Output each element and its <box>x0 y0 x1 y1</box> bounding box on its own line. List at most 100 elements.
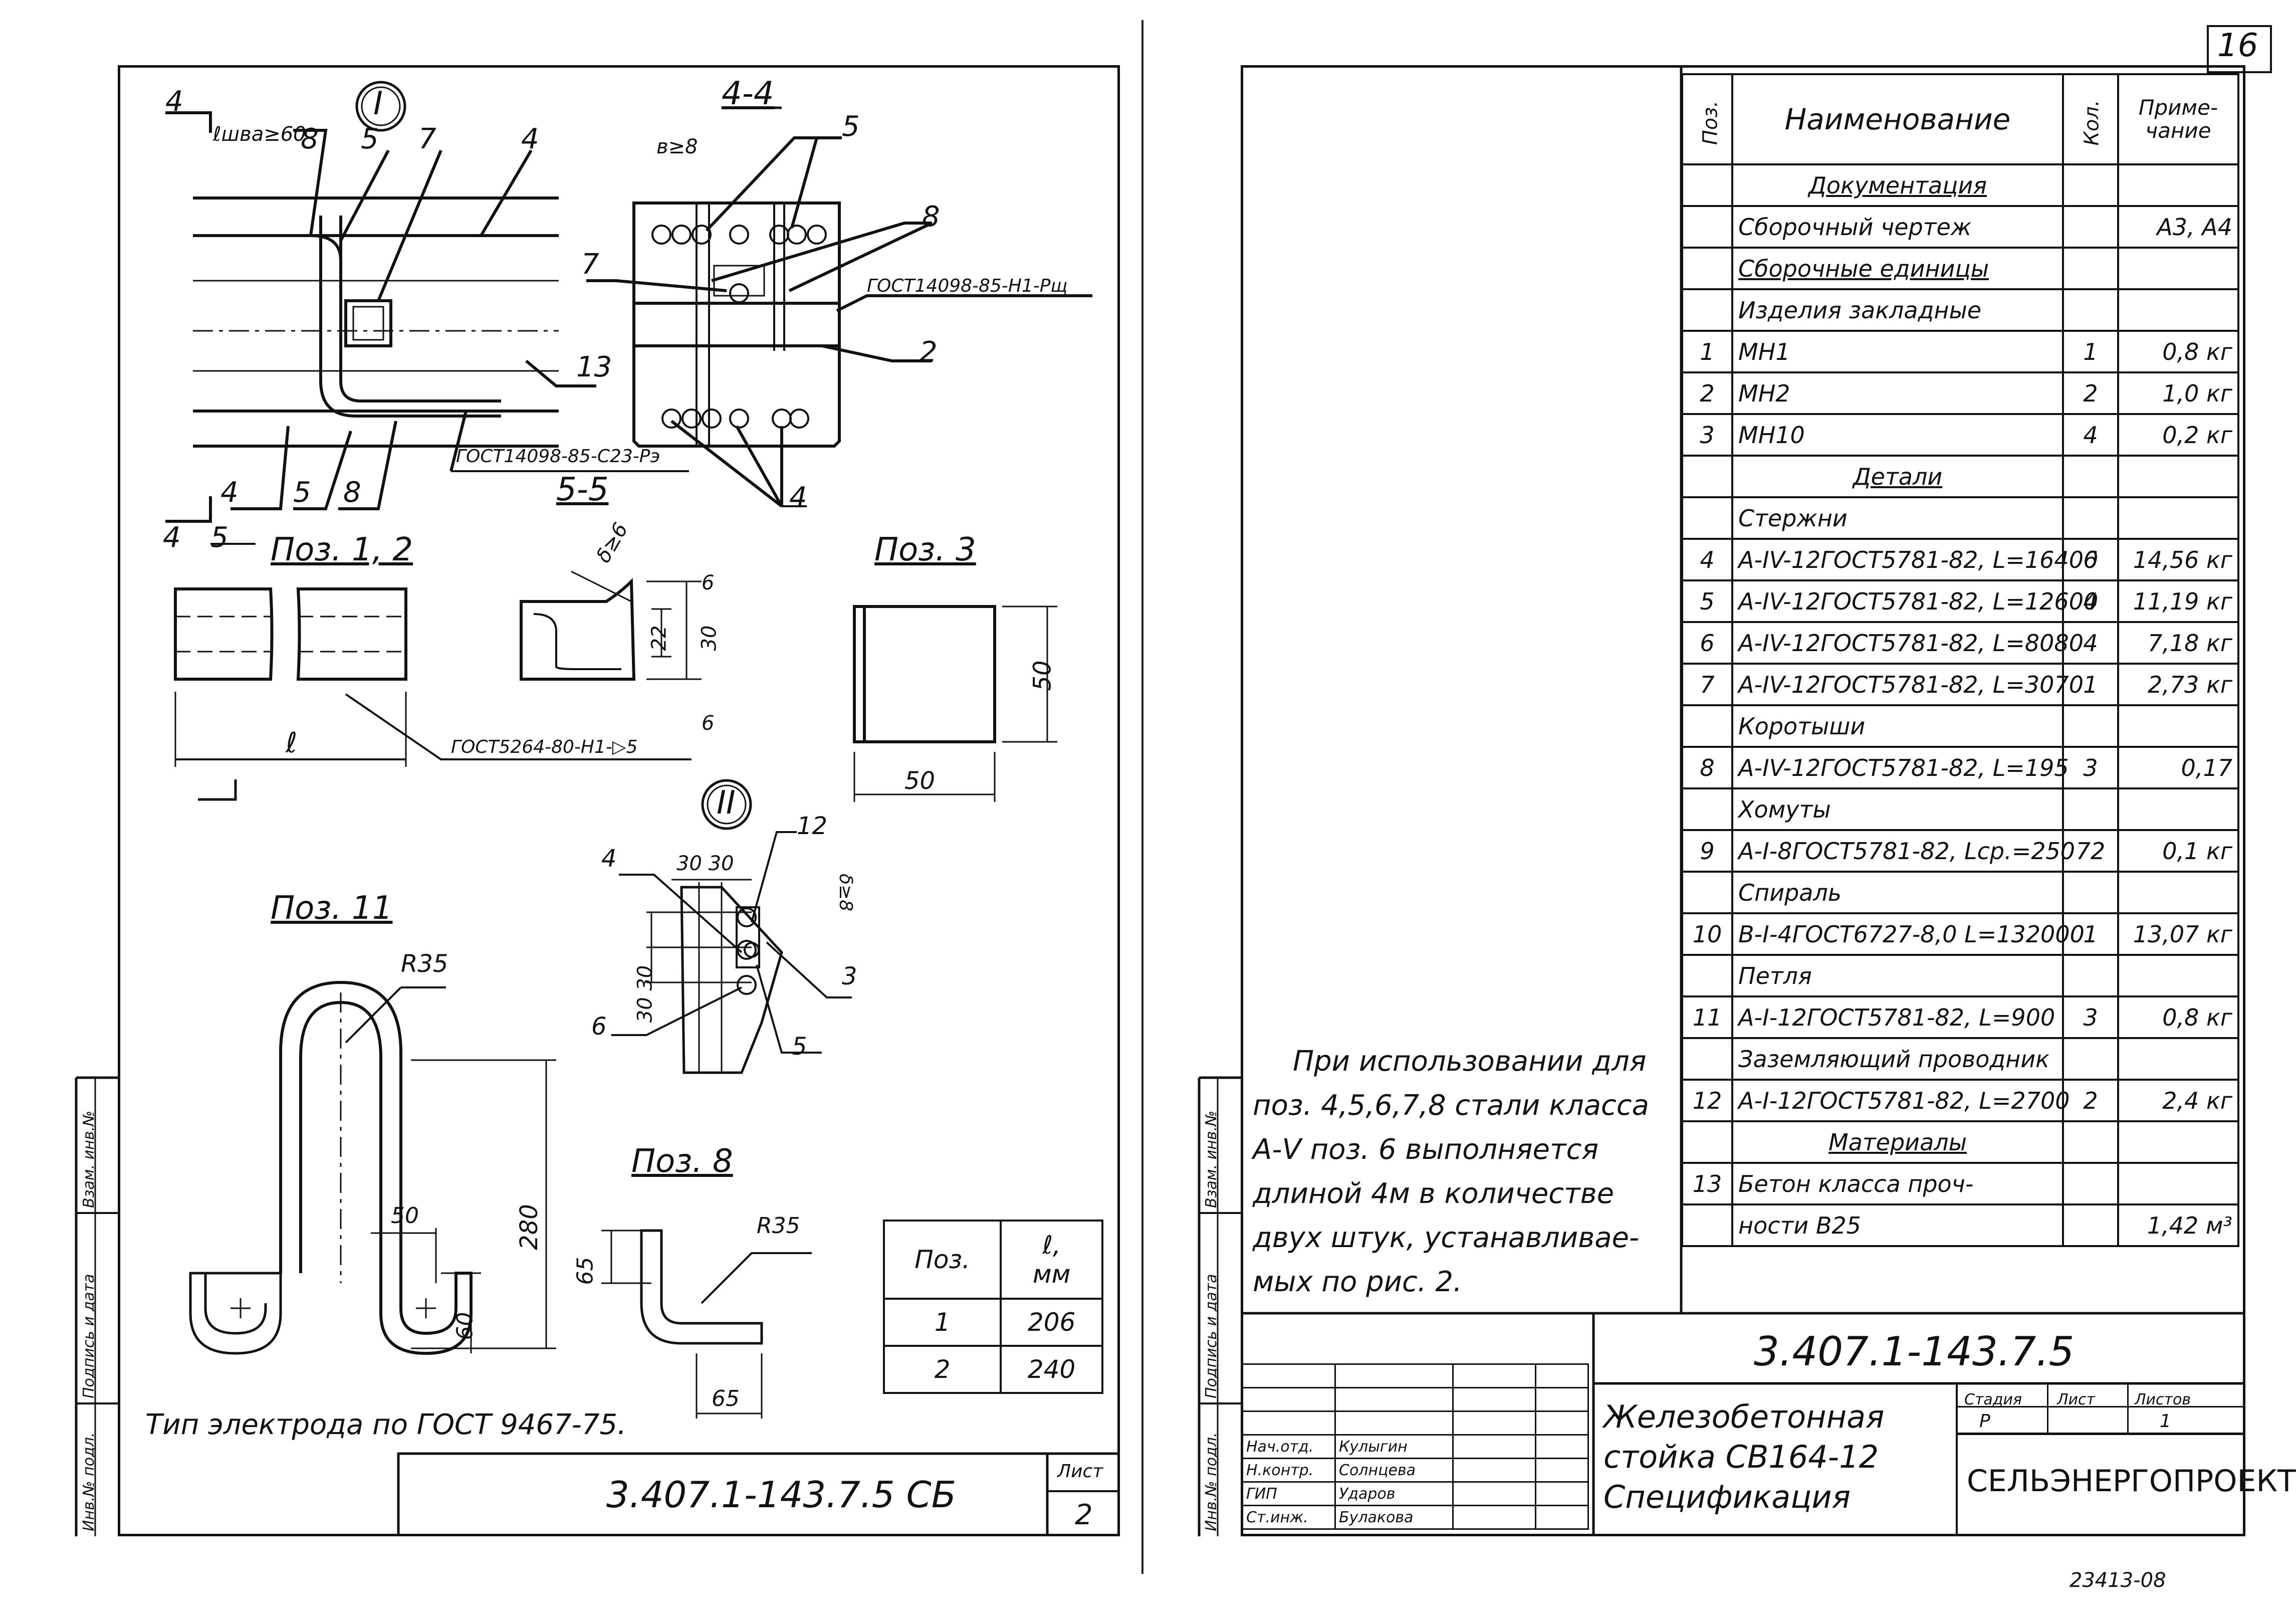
stage-divider <box>2127 1383 2129 1434</box>
dim-30-30-top: 30 30 <box>676 852 734 875</box>
callout-4d: 4 <box>789 481 807 514</box>
note-line: А-V поз. 6 выполняется <box>1253 1133 1599 1166</box>
section-4-4-title: 4-4 <box>722 75 774 112</box>
page-number-box <box>2207 25 2272 73</box>
page-number: 16 <box>2217 27 2258 64</box>
sheets-header: Листов <box>2135 1391 2191 1408</box>
ell-label: ℓ <box>286 727 298 759</box>
pos-3-title: Поз. 3 <box>874 531 976 568</box>
spec-cell-note <box>2117 1120 2239 1164</box>
spec-cell-qty <box>2062 163 2119 207</box>
sig-date <box>1535 1481 1589 1506</box>
dim-60-loop: 60 <box>452 1312 478 1340</box>
spec-header-qty-text: Кол. <box>2080 100 2104 146</box>
r35-pos8: R35 <box>757 1213 800 1239</box>
spec-cell-qty <box>2062 954 2119 997</box>
spec-cell-name: Коротыши <box>1731 704 2064 748</box>
dim-22: 22 <box>647 625 671 651</box>
spec-cell-pos: 5 <box>1681 579 1733 623</box>
gost-weld: ГОСТ5264-80-Н1-▷5 <box>451 737 638 757</box>
sig-date <box>1535 1458 1589 1483</box>
left-sheet-frame <box>118 65 1120 1536</box>
spec-cell-note <box>2117 496 2239 540</box>
spec-cell-pos: 3 <box>1681 413 1733 457</box>
sig-date <box>1535 1434 1589 1459</box>
spec-cell-pos <box>1681 205 1733 249</box>
callout-4: 4 <box>165 85 183 118</box>
spec-cell-name: В-I-4ГОСТ6727-8,0 L=132000 <box>1731 912 2085 956</box>
spec-row: Детали <box>1681 455 2239 498</box>
spec-cell-name: Изделия закладные <box>1731 288 2064 332</box>
pos-1-2-title: Поз. 1, 2 <box>271 531 413 568</box>
callout-8c: 8 <box>922 200 940 233</box>
spec-cell-note: 7,18 кг <box>2117 621 2239 665</box>
spec-cell-note <box>2117 247 2239 290</box>
callout-8b: 8 <box>343 476 361 509</box>
sig-role: Нач.отд. <box>1242 1434 1336 1459</box>
length-table-len: 240 <box>1000 1345 1103 1394</box>
gost-top: ГОСТ14098-85-Н1-Рщ <box>867 276 1068 296</box>
spec-cell-pos <box>1681 1120 1733 1164</box>
sig-signature <box>1452 1458 1536 1483</box>
spec-cell-name: Заземляющий проводник <box>1731 1037 2064 1081</box>
callout-5: 5 <box>361 123 379 155</box>
spec-cell-qty: 2 <box>2062 371 2119 415</box>
section-mark-4: 4 <box>163 521 181 554</box>
pos-8-title: Поз. 8 <box>631 1143 733 1180</box>
spec-section-title: Детали <box>1853 463 1943 490</box>
left-stamp-inv: Инв.№ подл. <box>80 1432 98 1531</box>
note-line: мых по рис. 2. <box>1253 1266 1462 1298</box>
callout-6: 6 <box>591 1013 607 1041</box>
gost-bottom: ГОСТ14098-85-С23-Рэ <box>456 446 660 467</box>
spec-cell-pos: 9 <box>1681 829 1733 873</box>
weld-length-label: ℓшва≥60 <box>213 123 306 146</box>
right-stamp-sign: Подпись и дата <box>1203 1274 1220 1399</box>
spec-cell-pos <box>1681 1037 1733 1081</box>
dim-50-horizontal: 50 <box>904 767 936 795</box>
spec-cell-name: Материалы <box>1731 1120 2064 1164</box>
pos-11-title: Поз. 11 <box>271 890 393 927</box>
spec-cell-note: 11,19 кг <box>2117 579 2239 623</box>
spec-cell-qty <box>2062 1162 2119 1205</box>
dim-65-vertical: 65 <box>572 1257 598 1285</box>
title-line-2: стойка СВ164-12 <box>1603 1439 1879 1475</box>
sig-empty <box>1242 1410 1336 1436</box>
length-table-pos: 2 <box>882 1345 1002 1394</box>
detail-2-label: II <box>717 784 736 822</box>
spec-cell-pos <box>1681 288 1733 332</box>
spec-cell-note <box>2117 1037 2239 1081</box>
spec-cell-name: Сборочный чертеж <box>1731 205 2064 249</box>
spec-cell-note: 1,0 кг <box>2117 371 2239 415</box>
spec-cell-name: А-I-12ГОСТ5781-82, L=900 <box>1731 995 2064 1039</box>
spec-cell-name: Хомуты <box>1731 787 2064 831</box>
sig-role: ГИП <box>1242 1481 1336 1506</box>
spec-cell-pos: 7 <box>1681 663 1733 706</box>
spec-row: Коротыши <box>1681 704 2239 748</box>
spec-cell-qty: 2 <box>2062 1079 2119 1122</box>
r35-loop: R35 <box>401 950 448 978</box>
title-line-3: Спецификация <box>1603 1479 1851 1515</box>
spec-cell-pos <box>1681 247 1733 290</box>
right-stamp-replace: Взам. инв.№ <box>1203 1110 1220 1208</box>
spec-cell-note: 13,07 кг <box>2117 912 2239 956</box>
spec-cell-qty <box>2062 1037 2119 1081</box>
spec-section-title: Сборочные единицы <box>1738 255 1989 282</box>
length-table-pos: 1 <box>882 1298 1002 1347</box>
spec-cell-qty <box>2062 496 2119 540</box>
spec-cell-qty: 1 <box>2062 912 2119 956</box>
sig-empty <box>1535 1363 1589 1388</box>
spec-cell-qty: 4 <box>2062 621 2119 665</box>
spec-row: Стержни <box>1681 496 2239 540</box>
detail-1-label: I <box>373 85 383 122</box>
sig-empty <box>1334 1410 1454 1436</box>
spec-cell-note <box>2117 871 2239 914</box>
callout-5d: 5 <box>792 1033 807 1061</box>
length-table-len: 206 <box>1000 1298 1103 1347</box>
note-line: двух штук, устанавливае- <box>1253 1222 1640 1254</box>
electrode-note: Тип электрода по ГОСТ 9467-75. <box>145 1408 626 1441</box>
spec-cell-note: 0,17 <box>2117 746 2239 789</box>
spec-header-note: Приме- чание <box>2117 73 2239 165</box>
spec-row: Спираль <box>1681 871 2239 914</box>
